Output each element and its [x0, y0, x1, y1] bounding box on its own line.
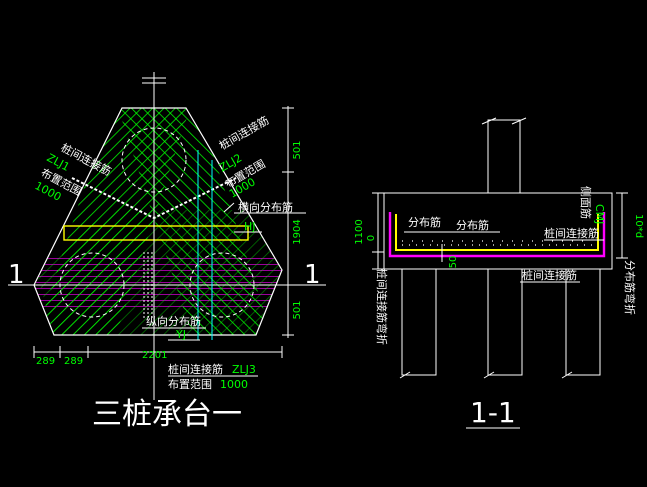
label-cmj: CMJ	[593, 204, 606, 224]
label-fb1: 分布筋	[408, 215, 441, 229]
section-yellow-rebar	[395, 214, 599, 251]
label-zj: 桩间连接筋	[544, 226, 599, 240]
label-zjw: 桩间连接筋弯折	[375, 268, 389, 345]
pile-band-hatching	[36, 108, 282, 335]
label-yj: YJ	[175, 328, 186, 341]
dim-501-bottom: 501	[292, 300, 303, 319]
label-zlj3-d: 1000	[220, 378, 248, 391]
bottom-dimension	[33, 346, 283, 358]
dim-50: 50	[448, 256, 459, 269]
section-title: 1-1	[470, 396, 516, 429]
label-cm: 侧面筋	[579, 186, 593, 219]
section-pile-right	[565, 269, 601, 376]
column	[487, 119, 521, 193]
hj-rebar	[63, 225, 249, 241]
section-magenta-rebar	[388, 212, 606, 258]
dim-289-a: 289	[36, 356, 55, 367]
dim-501-top: 501	[292, 140, 303, 159]
section-view	[372, 117, 628, 379]
section-pile-left	[401, 269, 437, 376]
dim-2201: 2201	[142, 350, 167, 361]
plan-title: 三桩承台一	[92, 397, 242, 432]
label-zlj3-c: 布置范围	[168, 377, 212, 391]
label-zlj3-a: 桩间连接筋	[168, 362, 223, 376]
dim-10d: 10*d	[633, 214, 644, 238]
section-mark-right: 1	[304, 260, 321, 290]
dim-0: 0	[366, 235, 377, 241]
label-zx: 纵向分布筋	[146, 314, 201, 328]
label-hx: 横向分布筋	[238, 200, 293, 214]
label-zlj2-a: 桩间连接筋	[217, 113, 272, 153]
label-fbw: 分布筋弯折	[623, 260, 637, 315]
label-hj: HJ	[244, 220, 256, 233]
section-pile-mid	[487, 269, 523, 376]
section-cap	[383, 192, 613, 270]
label-zj2: 桩间连接筋	[522, 268, 577, 282]
section-distribution-dots	[402, 240, 592, 246]
section-mark-left: 1	[8, 260, 25, 290]
label-fb2: 分布筋	[456, 218, 489, 232]
yj-rebar	[143, 252, 153, 318]
dim-1100: 1100	[354, 219, 365, 244]
right-dimension	[282, 106, 294, 338]
plan-view	[8, 72, 326, 400]
dim-289-b: 289	[64, 356, 83, 367]
dim-1904: 1904	[292, 219, 303, 244]
label-zlj3-b: ZLJ3	[232, 363, 256, 376]
